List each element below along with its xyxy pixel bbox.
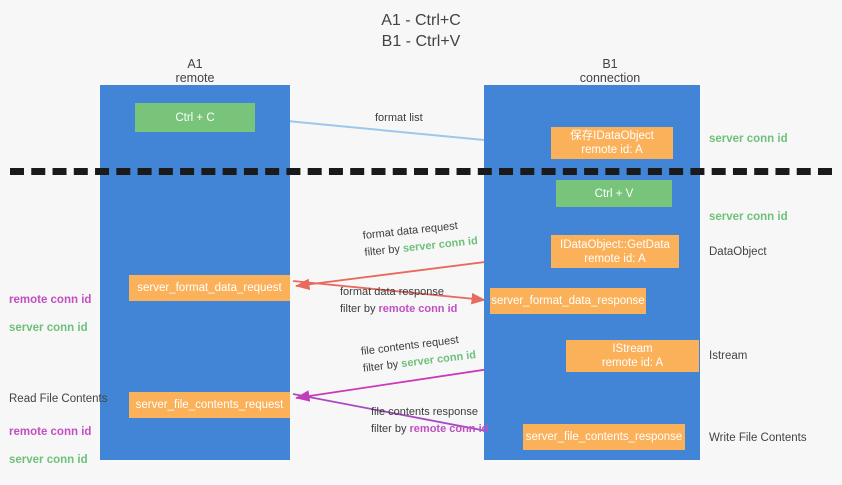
label-server-conn-id-mid: server conn id	[709, 211, 788, 223]
machine-boundary-divider	[10, 168, 832, 175]
box-save-idataobject[interactable]: 保存IDataObject remote id: A	[551, 127, 673, 159]
filter-prefix: filter by	[340, 303, 379, 315]
page-title: A1 - Ctrl+C B1 - Ctrl+V	[381, 12, 461, 50]
label-conn-ids-format: remote conn id server conn id	[9, 279, 91, 335]
edge-label-format-list: format list	[375, 112, 423, 124]
filter-prefix: filter by	[371, 423, 410, 435]
label-server-conn-id: server conn id	[9, 454, 88, 466]
box-server-format-data-request[interactable]: server_format_data_request	[129, 275, 290, 301]
filter-key: remote conn id	[409, 423, 489, 435]
edge-label-line1: file contents response	[371, 406, 479, 418]
label-server-conn-id: server conn id	[9, 322, 88, 334]
label-remote-conn-id: remote conn id	[9, 294, 92, 306]
box-ctrl-v[interactable]: Ctrl + V	[556, 180, 672, 207]
label-read-file-contents: Read File Contents	[9, 393, 108, 405]
filter-key: remote conn id	[378, 303, 458, 315]
label-istream: Istream	[709, 350, 748, 362]
arrow-format-data-response	[292, 280, 486, 305]
box-istream[interactable]: IStream remote id: A	[566, 340, 699, 372]
label-dataobject: DataObject	[709, 246, 767, 258]
label-conn-ids-file: remote conn id server conn id	[9, 411, 91, 467]
box-idataobject-getdata[interactable]: IDataObject::GetData remote id: A	[551, 235, 679, 268]
filter-prefix: filter by	[362, 358, 403, 375]
box-server-format-data-response[interactable]: server_format_data_response	[490, 288, 646, 314]
box-server-file-contents-response[interactable]: server_file_contents_response	[523, 424, 685, 450]
box-server-file-contents-request[interactable]: server_file_contents_request	[129, 392, 290, 418]
edge-label-file-contents-response: file contents response filter by remote …	[371, 404, 488, 438]
box-ctrl-c[interactable]: Ctrl + C	[135, 103, 255, 132]
edge-label-line1: format data response	[340, 286, 444, 298]
label-remote-conn-id: remote conn id	[9, 426, 92, 438]
label-write-file-contents: Write File Contents	[709, 432, 807, 444]
column-header-b1: B1 connection	[579, 57, 641, 85]
arrow-file-contents-response	[292, 393, 519, 441]
edge-label-line2: filter by remote conn id	[371, 421, 488, 438]
edge-label-format-data-response: format data response filter by remote co…	[340, 284, 457, 318]
column-header-a1: A1 remote	[175, 57, 215, 85]
edge-label-line2: filter by remote conn id	[340, 301, 457, 318]
filter-prefix: filter by	[363, 242, 404, 259]
label-server-conn-id-top: server conn id	[709, 133, 788, 145]
